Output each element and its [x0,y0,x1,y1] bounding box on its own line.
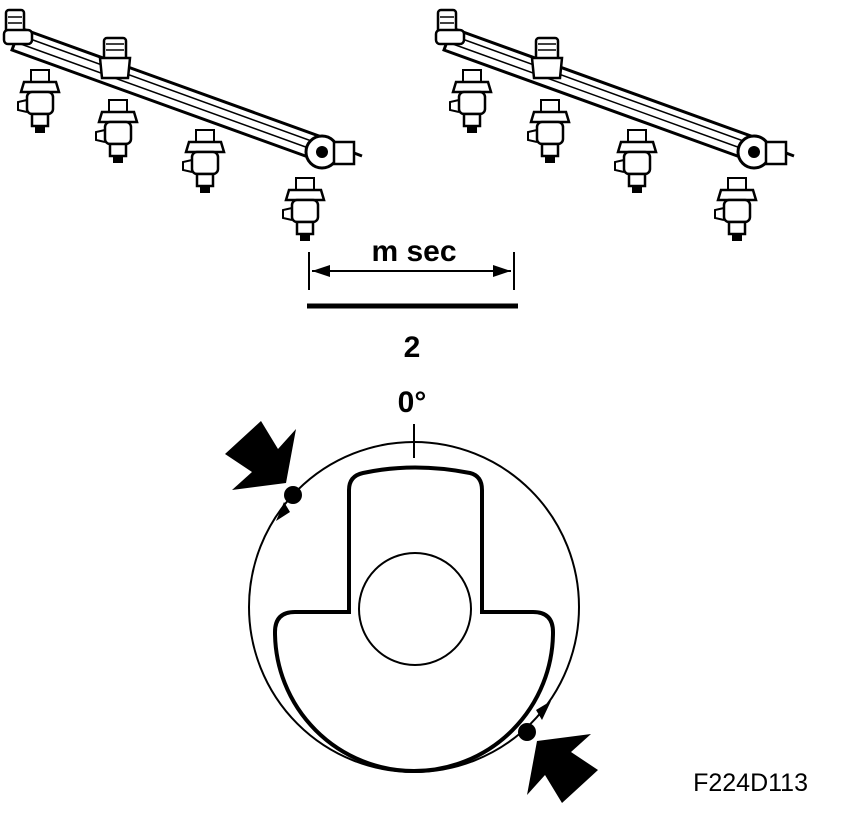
rotation-arrow-icon [536,701,551,720]
thick-arrow-up-left-icon [527,734,598,803]
thick-arrow-down-right-icon [225,421,296,490]
fuel-rail-injectors-icon [4,10,362,241]
rotation-arrow-icon [276,502,290,521]
center-hub [358,552,472,666]
injection-end-dot [518,723,536,741]
duration-dimension: m sec [308,235,515,290]
cam-profile [272,465,556,773]
injection-start-dot [284,486,302,504]
mark-number: 2 [404,331,421,364]
fuel-rail-injectors-icon [436,10,794,241]
duration-label: m sec [371,235,456,268]
angle-label: 0° [398,386,427,419]
figure-code: F224D113 [693,769,808,797]
